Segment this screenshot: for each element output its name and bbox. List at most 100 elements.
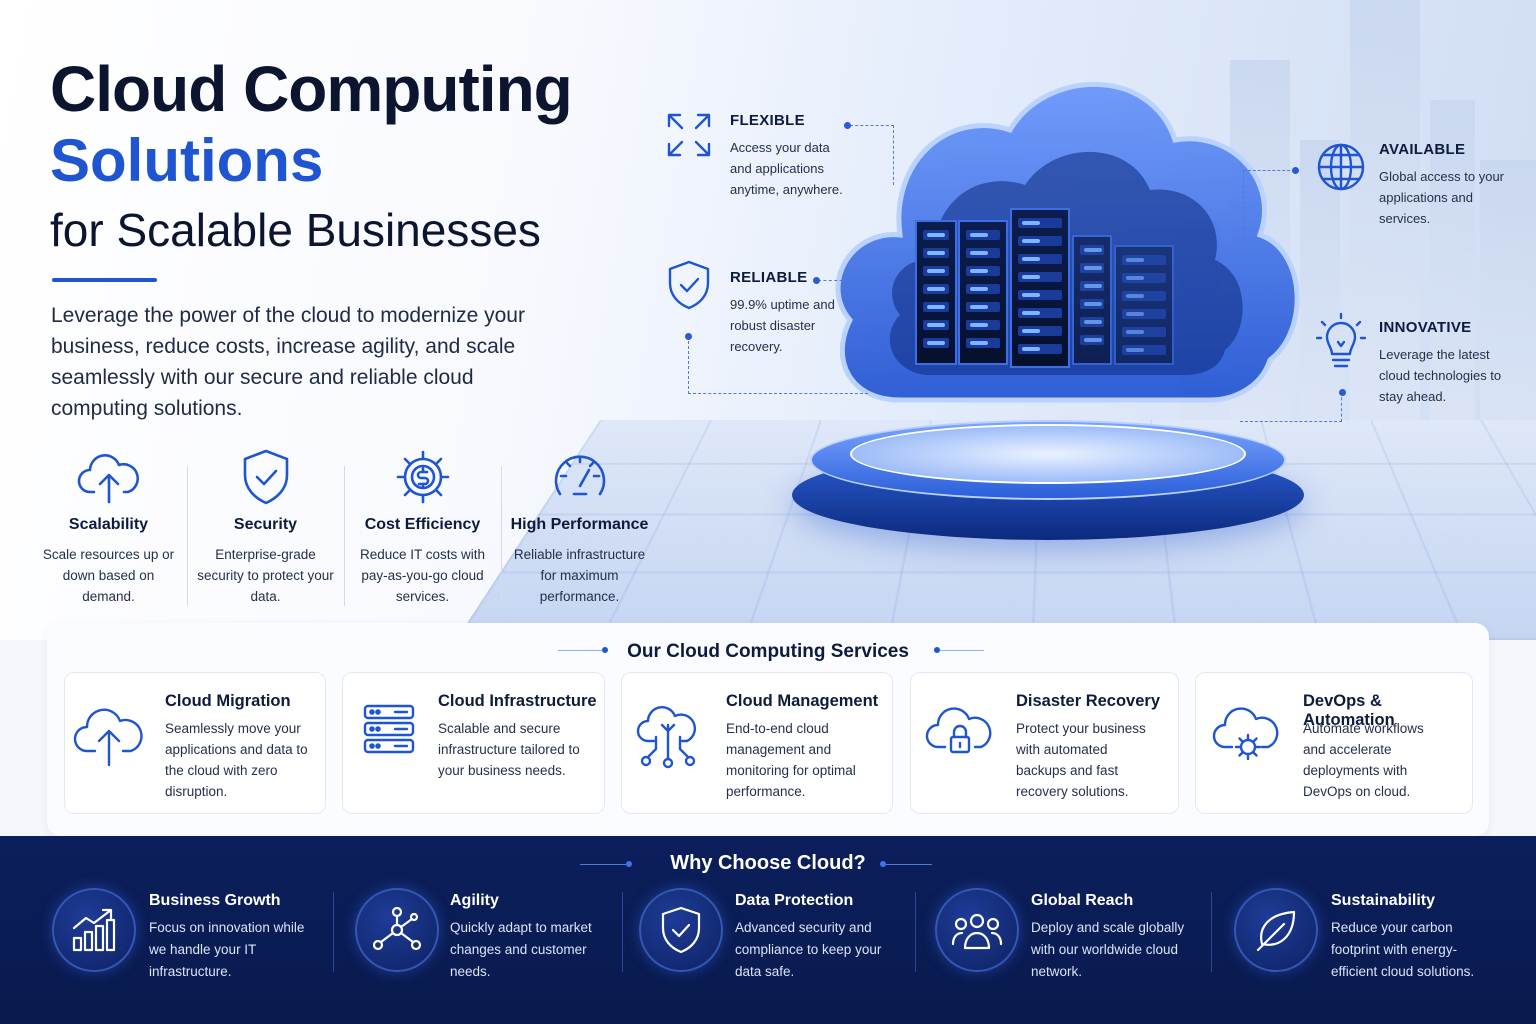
- shield-check-icon: [660, 906, 702, 954]
- leaf-icon: [1254, 908, 1298, 952]
- why-icon-circle: [639, 888, 723, 972]
- feature-scalability: Scalability Scale resources up or down b…: [30, 448, 187, 608]
- divider: [1211, 892, 1212, 972]
- service-title: Disaster Recovery: [1016, 692, 1160, 711]
- pedestal-ring: [850, 424, 1246, 484]
- feature-title: Scalability: [30, 516, 187, 534]
- connector-dot: [1292, 167, 1299, 174]
- feature-desc: Scale resources up or down based on dema…: [30, 544, 187, 607]
- cloud-network-icon: [636, 701, 700, 773]
- cloud-lock-icon: [925, 703, 995, 765]
- shield-check-icon: [233, 448, 299, 506]
- why-desc: Advanced security and compliance to keep…: [735, 917, 895, 983]
- heading-dot: [626, 861, 632, 867]
- gauge-icon: [547, 448, 613, 506]
- why-heading: Why Choose Cloud?: [0, 852, 1536, 875]
- title-line-1: Cloud Computing: [50, 54, 572, 124]
- heading-line: [886, 864, 932, 865]
- gear-dollar-icon: [390, 448, 456, 506]
- server-rack: [1010, 208, 1070, 368]
- feature-row: Scalability Scale resources up or down b…: [30, 448, 660, 608]
- feature-title: Security: [187, 516, 344, 534]
- connector-dot: [685, 333, 692, 340]
- title-line-2: Solutions: [50, 124, 572, 198]
- divider: [915, 892, 916, 972]
- why-desc: Deploy and scale globally with our world…: [1031, 917, 1196, 983]
- feature-desc: Enterprise-grade security to protect you…: [187, 544, 344, 607]
- divider: [333, 892, 334, 972]
- callout-available: AVAILABLE Global access to your applicat…: [1379, 141, 1536, 229]
- heading-line: [580, 864, 626, 865]
- connector-dot: [1339, 389, 1346, 396]
- expand-arrows-icon: [666, 112, 712, 158]
- why-title: Data Protection: [735, 892, 853, 910]
- feature-security: Security Enterprise-grade security to pr…: [187, 448, 344, 608]
- shield-check-icon: [667, 260, 711, 310]
- service-card-devops-automation[interactable]: DevOps & Automation Automate workflows a…: [1195, 672, 1473, 814]
- why-icon-circle: [52, 888, 136, 972]
- service-desc: Protect your business with automated bac…: [1016, 718, 1156, 802]
- callout-title: FLEXIBLE: [730, 112, 910, 129]
- hero-description: Leverage the power of the cloud to moder…: [51, 300, 571, 424]
- page-title: Cloud Computing Solutions for Scalable B…: [50, 54, 572, 262]
- why-title: Sustainability: [1331, 892, 1435, 910]
- callout-flexible: FLEXIBLE Access your data and applicatio…: [730, 112, 910, 200]
- why-icon-circle: [935, 888, 1019, 972]
- server-rack: [1072, 235, 1112, 365]
- globe-icon: [1316, 142, 1366, 192]
- cloud-upload-icon: [73, 701, 145, 767]
- callout-reliable: RELIABLE 99.9% uptime and robust disaste…: [730, 269, 910, 357]
- heading-line: [558, 650, 602, 651]
- feature-desc: Reliable infrastructure for maximum perf…: [501, 544, 658, 607]
- feature-cost-efficiency: Cost Efficiency Reduce IT costs with pay…: [344, 448, 501, 608]
- connector-line: [1243, 170, 1295, 240]
- services-heading: Our Cloud Computing Services: [47, 641, 1489, 663]
- why-icon-circle: [355, 888, 439, 972]
- title-line-3: for Scalable Businesses: [50, 198, 572, 262]
- service-card-cloud-migration[interactable]: Cloud Migration Seamlessly move your app…: [64, 672, 326, 814]
- heading-dot: [602, 647, 608, 653]
- callout-title: RELIABLE: [730, 269, 910, 286]
- service-card-disaster-recovery[interactable]: Disaster Recovery Protect your business …: [910, 672, 1179, 814]
- server-rack: [1114, 245, 1174, 365]
- why-title: Business Growth: [149, 892, 281, 910]
- why-icon-circle: [1234, 888, 1318, 972]
- service-card-cloud-management[interactable]: Cloud Management End-to-end cloud manage…: [621, 672, 893, 814]
- service-desc: Seamlessly move your applications and da…: [165, 718, 310, 802]
- callout-desc: 99.9% uptime and robust disaster recover…: [730, 294, 848, 357]
- people-icon: [951, 910, 1003, 950]
- cloud-gear-icon: [1212, 703, 1282, 765]
- heading-line: [940, 650, 984, 651]
- callout-title: AVAILABLE: [1379, 141, 1536, 158]
- network-nodes-icon: [372, 907, 422, 953]
- callout-desc: Access your data and applications anytim…: [730, 137, 855, 200]
- feature-title: High Performance: [501, 516, 658, 534]
- callout-title: INNOVATIVE: [1379, 319, 1536, 336]
- divider: [622, 892, 623, 972]
- why-desc: Focus on innovation while we handle your…: [149, 917, 314, 983]
- callout-desc: Leverage the latest cloud technologies t…: [1379, 344, 1507, 407]
- service-title: Cloud Infrastructure: [438, 692, 597, 711]
- why-desc: Reduce your carbon footprint with energy…: [1331, 917, 1496, 983]
- feature-title: Cost Efficiency: [344, 516, 501, 534]
- growth-chart-icon: [71, 908, 117, 952]
- connector-line: [1240, 392, 1342, 422]
- service-card-cloud-infrastructure[interactable]: Cloud Infrastructure Scalable and secure…: [342, 672, 605, 814]
- title-underline: [52, 278, 157, 282]
- server-rack: [958, 220, 1008, 365]
- callout-desc: Global access to your applications and s…: [1379, 166, 1504, 229]
- server-rack: [915, 220, 957, 365]
- service-desc: Scalable and secure infrastructure tailo…: [438, 718, 593, 781]
- why-title: Agility: [450, 892, 499, 910]
- service-title: Cloud Migration: [165, 692, 291, 711]
- service-desc: Automate workflows and accelerate deploy…: [1303, 718, 1443, 802]
- why-desc: Quickly adapt to market changes and cust…: [450, 917, 605, 983]
- feature-high-performance: High Performance Reliable infrastructure…: [501, 448, 658, 608]
- service-title: Cloud Management: [726, 692, 878, 711]
- lightbulb-icon: [1316, 312, 1366, 372]
- callout-innovative: INNOVATIVE Leverage the latest cloud tec…: [1379, 319, 1536, 407]
- server-stack-icon: [363, 703, 415, 755]
- why-title: Global Reach: [1031, 892, 1133, 910]
- cloud-upload-icon: [76, 448, 142, 506]
- service-desc: End-to-end cloud management and monitori…: [726, 718, 876, 802]
